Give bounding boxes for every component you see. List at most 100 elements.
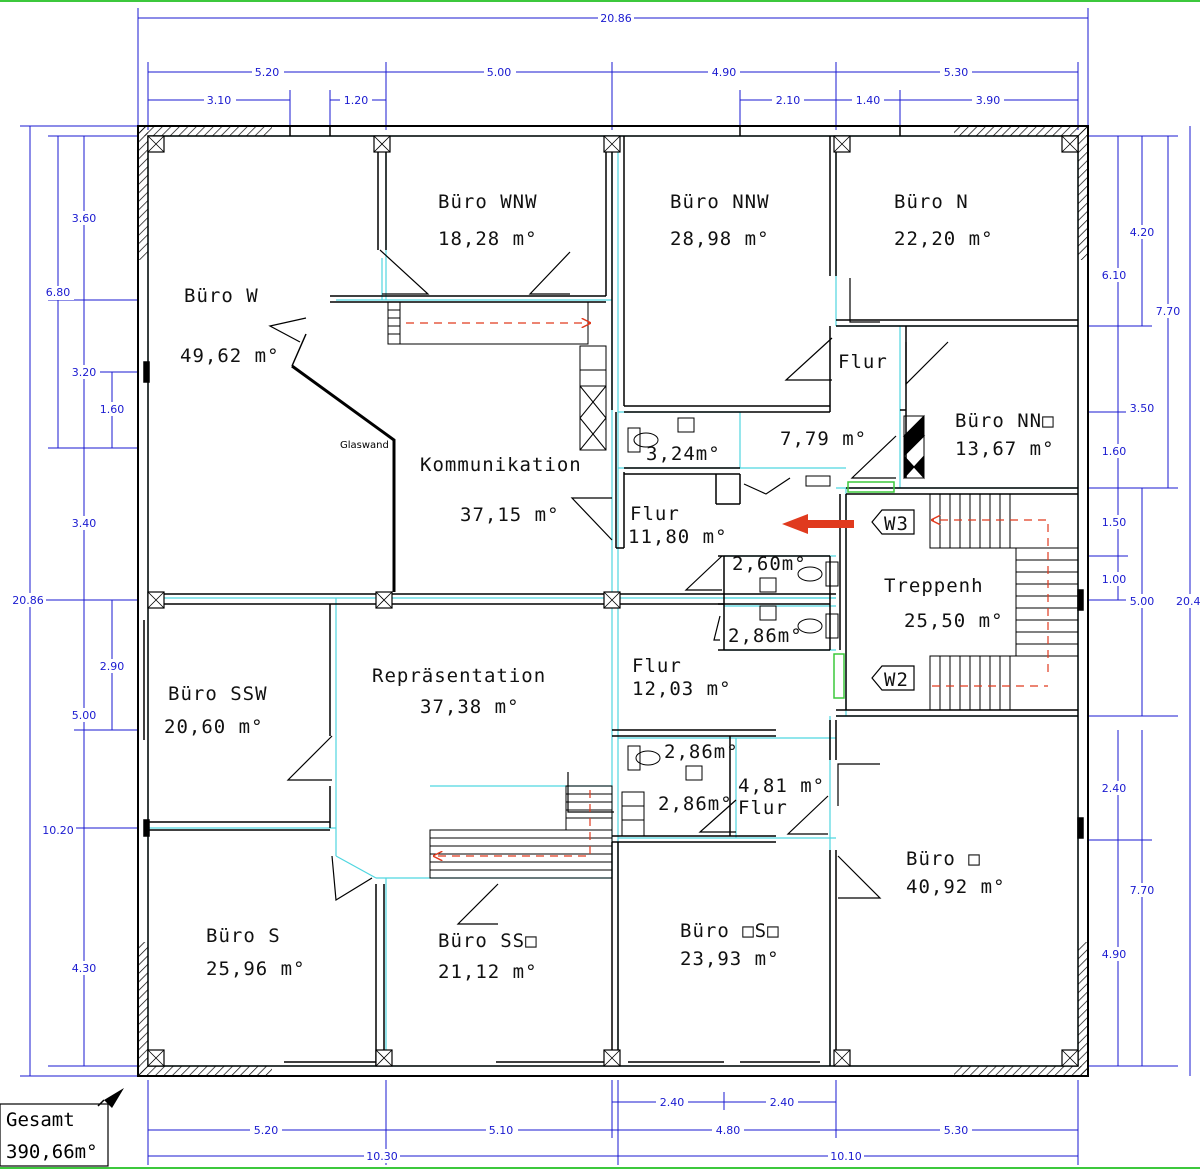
room-area-buero-nno: 13,67 m° [955, 438, 1055, 460]
room-area-2-86-wc: 2,86m° [728, 625, 803, 647]
room-area-7-79: 7,79 m° [780, 428, 867, 450]
dim-right-5: 1.60 [1102, 445, 1127, 458]
dim-top-total: 20.86 [600, 12, 632, 25]
dim-left-1: 3.60 [72, 212, 97, 225]
dim-bottom-4: 5.10 [489, 1124, 514, 1137]
room-name-flur-north: Flur [838, 351, 888, 373]
columns [147, 135, 1079, 1067]
room-name-repraesentation: Repräsentation [372, 665, 546, 687]
dim-right-3: 7.70 [1156, 305, 1181, 318]
room-area-buero-w: 49,62 m° [180, 345, 280, 367]
dim-top-6: 1.20 [344, 94, 369, 107]
column-cross-13 [1061, 1049, 1079, 1067]
column-cross-12 [833, 1049, 851, 1067]
w3-label: W3 [884, 513, 909, 535]
room-area-treppenhaus: 25,50 m° [904, 610, 1004, 632]
dim-right-8: 5.00 [1130, 595, 1155, 608]
column-cross-5 [1061, 135, 1079, 153]
room-area-buero-s: 25,96 m° [206, 958, 306, 980]
room-area-2-60: 2,60m° [732, 553, 807, 575]
dim-bottom-6: 5.30 [944, 1124, 969, 1137]
glaswand-label: Glaswand [340, 440, 389, 451]
entry-arrow-icon [782, 514, 854, 534]
column-cross-2 [373, 135, 391, 153]
dim-top-2: 5.00 [487, 66, 512, 79]
dim-left-7: 2.90 [100, 660, 125, 673]
door-swings [268, 249, 949, 925]
room-name-buero-w: Büro W [184, 285, 259, 307]
total-label: Gesamt [6, 1109, 75, 1131]
dim-left-3: 3.20 [72, 366, 97, 379]
dim-right-9: 20.4 [1176, 595, 1200, 608]
dim-left-6: 20.86 [12, 594, 44, 607]
column-cross-6 [147, 591, 165, 609]
dim-right-1: 4.20 [1130, 226, 1155, 239]
column-cross-10 [375, 1049, 393, 1067]
room-area-buero-n: 22,20 m° [894, 228, 994, 250]
room-name-buero-s: Büro S [206, 925, 281, 947]
room-area-flur-481: 4,81 m° [738, 775, 825, 797]
room-area-kommunikation: 37,15 m° [460, 504, 560, 526]
green-markers [833, 481, 895, 699]
dim-left-10: 4.30 [72, 962, 97, 975]
w2-tag [871, 665, 915, 691]
wall-tags [871, 509, 915, 691]
room-area-buero-oso: 23,93 m° [680, 948, 780, 970]
column-cross-8 [603, 591, 621, 609]
dim-top-7: 2.10 [776, 94, 801, 107]
room-area-flur-1203: 12,03 m° [632, 678, 732, 700]
dim-top-8: 1.40 [856, 94, 881, 107]
total-area-box: Gesamt 390,66m° [0, 1088, 124, 1167]
dim-bottom-1: 2.40 [660, 1096, 685, 1109]
room-area-buero-sso: 21,12 m° [438, 961, 538, 983]
room-area-buero-o: 40,92 m° [906, 876, 1006, 898]
dim-right-12: 4.90 [1102, 948, 1127, 961]
dim-right-10: 2.40 [1102, 782, 1127, 795]
dimension-lines [20, 8, 1191, 1165]
sanitary-fixtures [579, 345, 926, 837]
room-name-flur-1203: Flur [632, 655, 682, 677]
room-area-flur-1180: 11,80 m° [628, 526, 728, 548]
room-name-buero-oso: Büro □S□ [680, 920, 780, 942]
dim-top-5: 3.10 [207, 94, 232, 107]
dim-bottom-3: 5.20 [254, 1124, 279, 1137]
dim-right-6: 1.50 [1102, 516, 1127, 529]
total-value: 390,66m° [6, 1141, 98, 1163]
column-cross-7 [375, 591, 393, 609]
dimension-labels: 20.86 5.20 5.00 4.90 5.30 3.10 1.20 2.10… [10, 10, 1200, 1163]
dim-top-3: 4.90 [712, 66, 737, 79]
room-area-2-86-b: 2,86m° [658, 793, 733, 815]
room-name-buero-nnw: Büro NNW [670, 191, 770, 213]
stairs [387, 301, 1079, 879]
dim-right-7: 1.00 [1102, 573, 1127, 586]
dim-left-5: 3.40 [72, 517, 97, 530]
column-cross-9 [147, 1049, 165, 1067]
dim-bottom-2: 2.40 [770, 1096, 795, 1109]
room-name-flur-481: Flur [738, 797, 788, 819]
room-name-buero-ssw: Büro SSW [168, 683, 268, 705]
dim-left-9: 10.20 [42, 824, 74, 837]
dim-left-2: 6.80 [46, 286, 71, 299]
dim-bottom-8: 10.10 [830, 1150, 862, 1163]
room-name-buero-nno: Büro NN□ [955, 410, 1055, 432]
dim-right-11: 7.70 [1130, 884, 1155, 897]
glass-wall: Glaswand [291, 333, 396, 592]
room-area-buero-wnw: 18,28 m° [438, 228, 538, 250]
room-area-repraesentation: 37,38 m° [420, 696, 520, 718]
room-area-3-24: 3,24m° [646, 443, 721, 465]
column-cross-3 [603, 135, 621, 153]
room-area-buero-ssw: 20,60 m° [164, 716, 264, 738]
dim-top-1: 5.20 [255, 66, 280, 79]
room-name-kommunikation: Kommunikation [420, 454, 582, 476]
dim-right-2: 6.10 [1102, 269, 1127, 282]
dim-left-4: 1.60 [100, 403, 125, 416]
dim-top-9: 3.90 [976, 94, 1001, 107]
room-name-flur-1180: Flur [630, 503, 680, 525]
dim-bottom-5: 4.80 [716, 1124, 741, 1137]
room-area-2-86-a: 2,86m° [664, 741, 739, 763]
column-cross-11 [603, 1049, 621, 1067]
room-name-treppenhaus: Treppenh [884, 575, 984, 597]
room-area-buero-nnw: 28,98 m° [670, 228, 770, 250]
